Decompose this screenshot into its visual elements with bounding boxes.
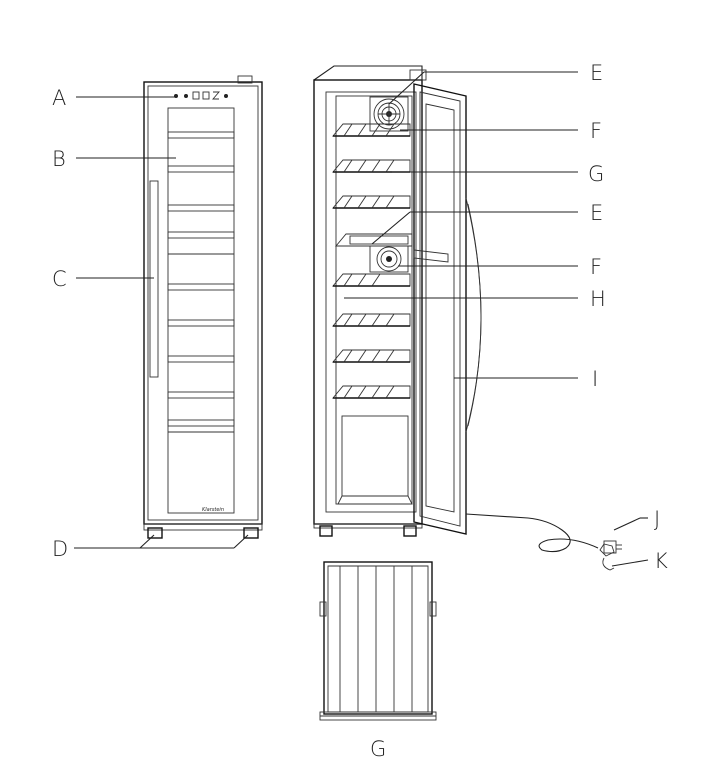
control-panel — [174, 91, 228, 100]
callout-i: I — [592, 367, 598, 391]
shelves-lower — [332, 273, 413, 505]
fan-upper — [369, 96, 409, 132]
callout-e-upper: E — [590, 61, 603, 85]
callout-g-upper: G — [588, 162, 604, 186]
callout-b: B — [52, 147, 66, 171]
callout-a: A — [52, 86, 66, 110]
callout-j: J — [654, 507, 660, 531]
callout-d: D — [52, 537, 68, 561]
removable-shelf — [319, 561, 437, 721]
callout-c: C — [52, 267, 67, 291]
callout-h: H — [590, 287, 606, 311]
callout-f-lower: F — [590, 255, 602, 279]
callout-k: K — [654, 549, 668, 573]
callout-e-lower: E — [590, 201, 603, 225]
power-cord — [465, 513, 622, 571]
fan-lower — [369, 245, 409, 273]
shelves-upper — [332, 123, 413, 247]
open-door — [413, 83, 482, 535]
closed-fridge-front: Klarstein — [143, 75, 263, 539]
callout-lines — [74, 71, 649, 567]
foot-right — [243, 527, 259, 539]
callout-g-shelf: G — [370, 737, 386, 761]
door-handle — [149, 180, 159, 378]
callout-f-upper: F — [590, 119, 602, 143]
foot-left — [147, 527, 163, 539]
brand-logo: Klarstein — [202, 507, 224, 513]
open-fridge — [313, 65, 622, 571]
